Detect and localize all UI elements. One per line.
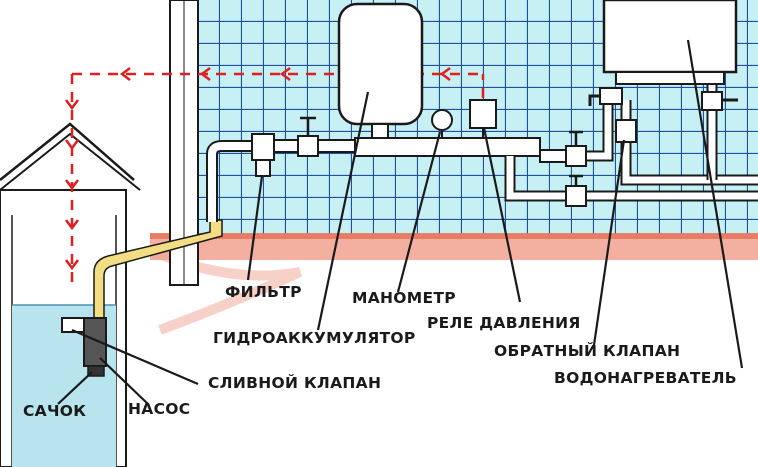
manifold-body	[354, 137, 541, 157]
pipe-fill-2	[578, 88, 612, 160]
supply-hose	[93, 140, 262, 318]
arrowhead	[65, 179, 79, 191]
relay-body	[469, 99, 497, 129]
outlet-pipes	[504, 84, 758, 202]
filter	[251, 133, 275, 177]
manometer-gauge	[431, 109, 453, 138]
inlet-valve-stem	[300, 116, 316, 136]
inlet-valve-body	[297, 135, 319, 157]
check-valves	[565, 87, 738, 207]
leader-relay	[482, 127, 522, 303]
pressure-relay-box	[469, 99, 497, 138]
label-pump: НАСОС	[128, 400, 190, 418]
leader-lines	[57, 39, 744, 405]
tap-spout	[588, 94, 600, 106]
hydroaccumulator	[337, 2, 424, 139]
inlet-valve	[297, 116, 319, 157]
arrowhead	[119, 67, 131, 81]
label-manometer: МАНОМЕТР	[352, 289, 456, 307]
leader-drain	[71, 328, 199, 386]
arrowhead	[65, 259, 79, 271]
label-water-heater: ВОДОНАГРЕВАТЕЛЬ	[554, 369, 737, 387]
arrowhead	[199, 67, 211, 81]
arrowhead	[279, 67, 291, 81]
water-heater	[602, 0, 738, 85]
label-strainer: САЧОК	[23, 402, 86, 420]
label-accumulator: ГИДРОАККУМУЛЯТОР	[213, 329, 416, 347]
filter-body	[251, 133, 275, 161]
well-roof-edge	[0, 132, 141, 191]
leader-check-valve	[592, 139, 626, 346]
label-check-valve: ОБРАТНЫЙ КЛАПАН	[494, 341, 680, 360]
label-pressure-relay: РЕЛЕ ДАВЛЕНИЯ	[427, 314, 581, 332]
heater-valve-right	[701, 91, 723, 111]
label-filter: ФИЛЬТР	[225, 283, 302, 301]
valve-a-stem	[569, 130, 583, 146]
hose-pipe-up-fill	[208, 142, 262, 222]
leader-filter	[246, 175, 264, 281]
label-drain-valve: СЛИВНОЙ КЛАПАН	[208, 373, 381, 392]
heater-bottom	[615, 71, 725, 85]
leader-strainer	[57, 371, 93, 405]
pump-strainer	[87, 365, 105, 377]
arrowhead	[65, 99, 79, 111]
leader-manometer	[396, 131, 442, 293]
signal-arrowheads	[65, 67, 451, 271]
manometer-dial	[431, 109, 453, 131]
valve-a	[565, 145, 587, 167]
pump-unit	[61, 317, 107, 377]
leader-heater	[686, 39, 744, 369]
leader-accumulator	[316, 91, 370, 331]
heater-body	[602, 0, 738, 74]
filter-bowl	[255, 159, 271, 177]
arrowhead	[65, 139, 79, 151]
pipe-fill-1	[506, 156, 758, 200]
heater-valve	[599, 87, 623, 105]
well-roof	[0, 122, 135, 181]
tank-neck	[371, 123, 389, 139]
check-valve	[615, 119, 637, 143]
arrowhead	[439, 67, 451, 81]
arrowhead	[65, 219, 79, 231]
leader-pump	[99, 357, 149, 405]
valve-b	[565, 185, 587, 207]
tank-body	[337, 2, 424, 126]
valve-b-stem	[569, 174, 583, 186]
